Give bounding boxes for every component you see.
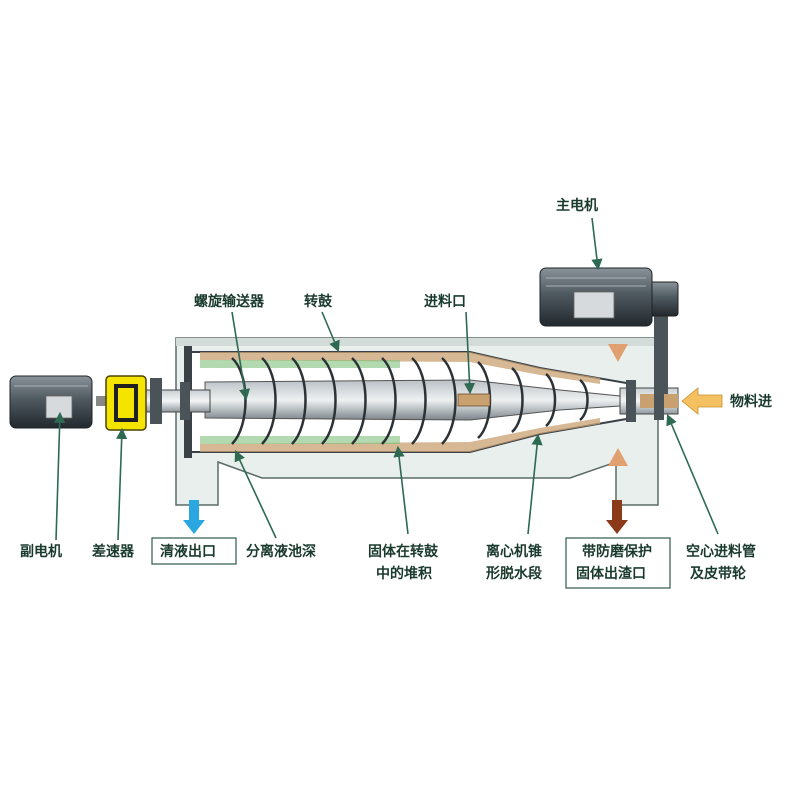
differential-gear-icon <box>105 375 147 431</box>
label-feed-pipe-1: 空心进料管 <box>686 543 756 560</box>
label-material-in: 物料进 <box>730 393 772 410</box>
belt-and-pulley <box>647 281 679 394</box>
label-screw-conveyor: 螺旋输送器 <box>194 293 265 310</box>
label-cone-1: 离心机锥 <box>486 543 542 560</box>
left-arrow-icon <box>681 387 723 415</box>
label-pool-depth: 分离液池深 <box>246 543 316 560</box>
main-motor <box>539 267 653 327</box>
aux-motor <box>9 375 93 429</box>
label-feed-pipe-2: 及皮带轮 <box>690 565 746 582</box>
down-arrow-icon <box>183 500 205 534</box>
label-solid-outlet-2: 固体出渣口 <box>576 565 646 582</box>
label-main-motor: 主电机 <box>556 197 598 214</box>
label-solid-outlet-1: 带防磨保护 <box>582 543 652 560</box>
label-liquid-outlet: 清液出口 <box>160 543 216 560</box>
label-solids-2: 中的堆积 <box>376 565 432 582</box>
screw-conveyor-icon <box>204 357 621 445</box>
label-differential: 差速器 <box>92 543 135 560</box>
label-cone-2: 形脱水段 <box>486 565 542 582</box>
label-drum: 转鼓 <box>304 293 333 310</box>
down-arrow-icon <box>606 500 628 534</box>
leader-arrows <box>54 217 719 541</box>
label-feed-port: 进料口 <box>424 293 466 310</box>
label-aux-motor: 副电机 <box>20 543 62 560</box>
liquid-outlet-box <box>151 537 237 565</box>
label-solids-1: 固体在转鼓 <box>368 543 439 560</box>
hollow-feed-pipe <box>619 380 679 422</box>
solid-outlet-box <box>565 537 671 589</box>
drive-shaft <box>96 378 211 424</box>
